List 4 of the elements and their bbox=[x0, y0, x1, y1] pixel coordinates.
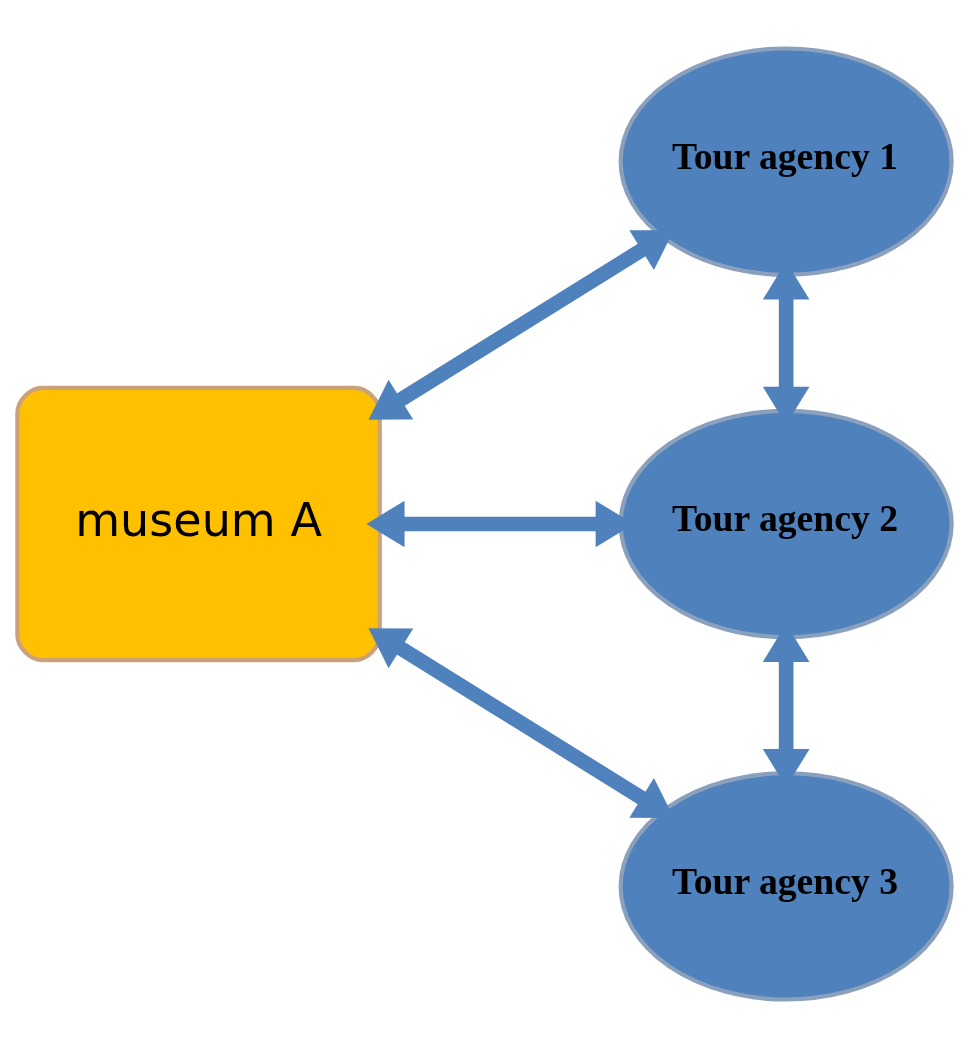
node-ellipse: Tour agency 1 bbox=[618, 46, 954, 277]
node-ellipse: Tour agency 3 bbox=[618, 771, 954, 1002]
node-ellipse: Tour agency 2 bbox=[618, 408, 954, 640]
node-box: museum A bbox=[14, 385, 382, 663]
